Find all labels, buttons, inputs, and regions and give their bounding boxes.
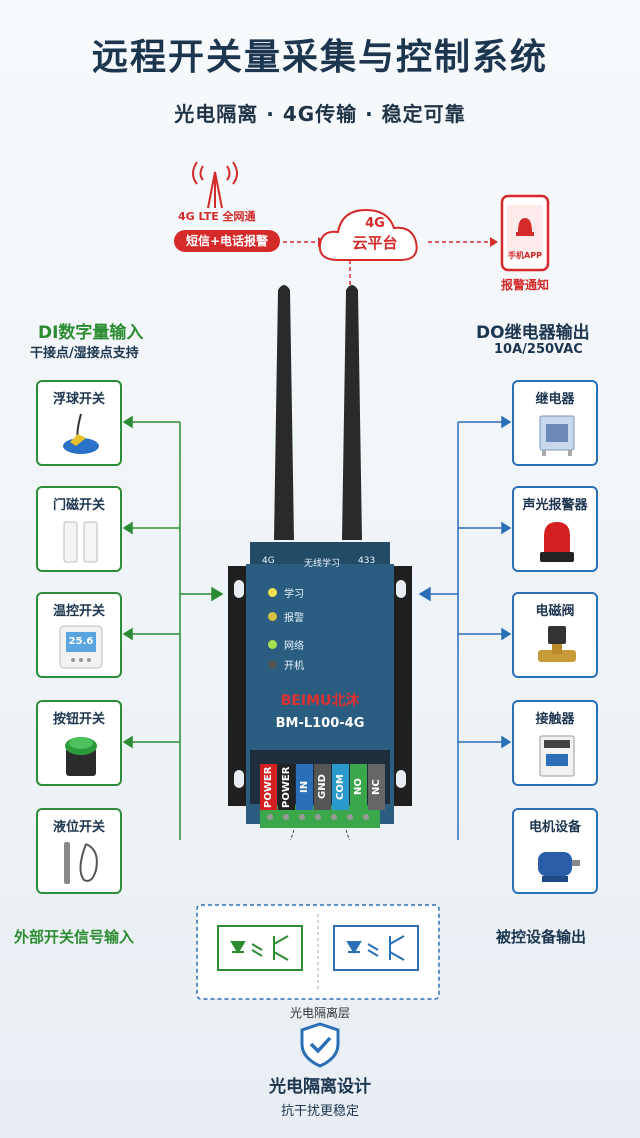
push-button-icon <box>65 737 97 776</box>
terminal-label: POWER <box>260 764 277 810</box>
antenna-right <box>342 285 362 540</box>
optocoupler-left-icon <box>217 925 303 971</box>
terminal-label: COM <box>332 764 349 810</box>
door-sensor-icon <box>63 521 98 563</box>
alarm-light-icon <box>540 522 574 562</box>
input-card-float-switch: 浮球开关 <box>36 380 122 466</box>
optocoupler-diagram <box>196 904 440 1000</box>
device-brand: BEIMU北沐 <box>280 693 360 709</box>
led-label: 报警 <box>284 613 304 624</box>
terminal-label: NO <box>350 764 367 810</box>
output-card-label: 电机设备 <box>528 820 581 835</box>
terminal-label: NC <box>368 764 385 810</box>
antenna-left <box>274 285 294 540</box>
output-card-relay: 继电器 <box>512 380 598 466</box>
float-switch-icon <box>63 413 99 454</box>
cloud-label-2: 云平台 <box>352 234 398 252</box>
terminal-label: IN <box>296 764 313 810</box>
level-probe-icon <box>64 842 98 884</box>
cell-tower-icon <box>192 161 238 209</box>
optocoupler-right-icon <box>333 925 419 971</box>
terminal-label: POWER <box>278 764 295 810</box>
led-power <box>268 660 277 669</box>
relay-icon <box>539 415 575 456</box>
cloud-icon <box>318 208 418 261</box>
antenna-label-learn: 无线学习 <box>304 559 341 569</box>
input-card-label: 液位开关 <box>52 820 105 835</box>
network-diagram <box>192 161 550 288</box>
led-label: 开机 <box>284 661 304 672</box>
output-card-label: 接触器 <box>535 712 575 727</box>
input-card-label: 浮球开关 <box>52 392 105 407</box>
output-footer: 被控设备输出 <box>496 928 587 946</box>
page-subtitle: 光电隔离 · 4G传输 · 稳定可靠 <box>174 102 466 126</box>
input-card-level-probe: 液位开关 <box>36 808 122 894</box>
thermostat-icon <box>59 625 103 669</box>
led-network <box>268 640 277 649</box>
led-label: 网络 <box>284 641 304 652</box>
input-card-label: 按钮开关 <box>52 712 105 727</box>
output-card-label: 继电器 <box>535 392 575 407</box>
output-card-label: 电磁阀 <box>535 604 575 619</box>
lte-label: 4G LTE 全网通 <box>178 210 256 223</box>
thermostat-reading: 25.6 <box>68 636 94 647</box>
antenna-label-433: 433 <box>358 556 376 566</box>
solenoid-valve-icon <box>538 626 576 662</box>
cloud-label-1: 4G <box>365 216 385 231</box>
motor-icon <box>538 852 580 882</box>
isolation-subtitle: 抗干扰更稳定 <box>280 1104 359 1119</box>
antenna-label-4g: 4G <box>262 556 275 566</box>
input-footer: 外部开关信号输入 <box>14 928 135 946</box>
led-learn <box>268 588 277 597</box>
output-card-alarm-light: 声光报警器 <box>512 486 598 572</box>
alarm-notice-label: 报警通知 <box>500 278 549 292</box>
phone-app-label: 手机APP <box>508 251 542 260</box>
do-title: DO继电器输出 <box>476 323 590 343</box>
input-card-push-button: 按钮开关 <box>36 700 122 786</box>
contactor-icon <box>539 735 575 777</box>
output-card-solenoid-valve: 电磁阀 <box>512 592 598 678</box>
sms-alarm-badge: 短信+电话报警 <box>174 230 280 252</box>
do-subtitle: 10A/250VAC <box>494 342 583 357</box>
input-card-label: 温控开关 <box>52 604 105 619</box>
output-card-contactor: 接触器 <box>512 700 598 786</box>
input-card-thermostat: 温控开关 25.6 <box>36 592 122 678</box>
phone-icon <box>500 194 550 272</box>
led-alarm <box>268 612 277 621</box>
page-title: 远程开关量采集与控制系统 <box>91 37 548 78</box>
input-card-door-sensor: 门磁开关 <box>36 486 122 572</box>
device-model: BM-L100-4G <box>275 716 365 731</box>
di-title: DI数字量输入 <box>38 323 144 343</box>
terminal-label: GND <box>314 764 331 810</box>
connector-lines <box>122 415 512 840</box>
led-label: 学习 <box>284 589 304 600</box>
output-card-motor: 电机设备 <box>512 808 598 894</box>
isolation-layer-label: 光电隔离层 <box>289 1006 350 1020</box>
output-card-label: 声光报警器 <box>522 498 588 513</box>
input-card-label: 门磁开关 <box>52 498 105 513</box>
isolation-title: 光电隔离设计 <box>269 1077 371 1097</box>
di-subtitle: 干接点/湿接点支持 <box>30 346 139 361</box>
shield-icon <box>300 1022 340 1068</box>
